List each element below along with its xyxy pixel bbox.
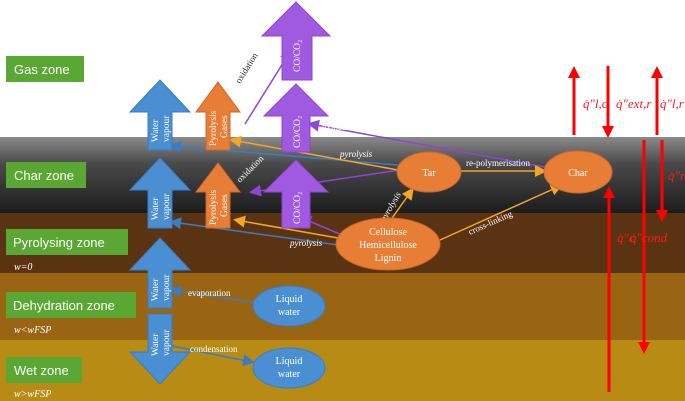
svg-text:Water: Water bbox=[151, 119, 161, 142]
wet-zone-label: Wet zone bbox=[14, 363, 69, 378]
svg-text:Tar: Tar bbox=[422, 168, 436, 179]
q-lr-label: q̇″l,r bbox=[660, 96, 685, 111]
svg-text:water: water bbox=[278, 307, 301, 318]
wet-zone-condition: w>wFSP bbox=[14, 389, 51, 400]
svg-text:Gases: Gases bbox=[220, 115, 230, 138]
svg-text:vapour: vapour bbox=[162, 274, 172, 301]
dehydration-zone-label: Dehydration zone bbox=[13, 298, 115, 313]
q-r-label: q̇″r bbox=[668, 168, 685, 183]
dehydration-zone-label-box bbox=[6, 292, 136, 318]
oxidation-char-label: oxidation bbox=[322, 122, 356, 132]
svg-text:Water: Water bbox=[151, 278, 161, 301]
svg-text:CO/CO₂: CO/CO₂ bbox=[293, 40, 303, 72]
svg-text:Hemicellulose: Hemicellulose bbox=[359, 240, 417, 251]
pyrolysis-gases-arrow-gas: Pyrolysis Gases bbox=[195, 81, 241, 151]
pyrolysing-zone-condition: w=0 bbox=[14, 262, 32, 273]
evaporation-label: evaporation bbox=[188, 288, 231, 298]
svg-text:Pyrolysis: Pyrolysis bbox=[209, 110, 219, 146]
co-co2-arrow-char: CO/CO₂ bbox=[262, 159, 330, 229]
q-c-label: q̇″c bbox=[617, 230, 635, 245]
char-zone-label: Char zone bbox=[14, 168, 74, 183]
svg-text:vapour: vapour bbox=[162, 329, 172, 356]
svg-text:Lignin: Lignin bbox=[375, 253, 402, 264]
water-vapour-arrow-wet: Water vapour bbox=[128, 313, 192, 385]
condensation-label: condensation bbox=[190, 344, 238, 354]
tar-node: Tar bbox=[396, 151, 462, 193]
svg-text:vapour: vapour bbox=[162, 193, 172, 220]
pyrolysis-mid-label: pyrolysis bbox=[289, 238, 323, 248]
char-to-co-oxidation-link bbox=[307, 119, 551, 169]
water-vapour-arrow-pyrolysing: Water vapour bbox=[128, 157, 192, 229]
svg-text:Liquid: Liquid bbox=[276, 356, 303, 367]
gas-zone-band bbox=[0, 0, 685, 137]
pyrolysing-zone-label: Pyrolysing zone bbox=[13, 235, 105, 250]
liquid-water-node-dehydration: Liquid water bbox=[252, 285, 326, 327]
svg-text:Water: Water bbox=[151, 333, 161, 356]
cellulose-to-char-link bbox=[439, 184, 563, 241]
wet-zone-label-box bbox=[6, 357, 82, 383]
wet-zone-band bbox=[0, 340, 685, 401]
svg-text:Gases: Gases bbox=[220, 194, 230, 217]
cellulose-node: Cellulose Hemicellulose Lignin bbox=[335, 217, 441, 271]
svg-text:Water: Water bbox=[151, 197, 161, 220]
pyrolysis-char-label: pyrolysis bbox=[339, 149, 373, 159]
svg-text:Cellulose: Cellulose bbox=[369, 227, 407, 238]
cellulose-to-water-vapour-link bbox=[169, 217, 339, 246]
q-lc-label: q̇″l,c bbox=[583, 96, 608, 111]
vapour-to-liquid-condensation-link bbox=[171, 345, 255, 367]
svg-text:Liquid: Liquid bbox=[276, 294, 303, 305]
liquid-water-node-wet: Liquid water bbox=[252, 347, 326, 389]
pyrolysing-zone-label-box bbox=[6, 229, 128, 255]
svg-text:CO/CO₂: CO/CO₂ bbox=[293, 192, 303, 224]
water-vapour-arrow-dehydration: Water vapour bbox=[128, 237, 192, 309]
cellulose-to-gases-link bbox=[233, 215, 339, 239]
svg-text:vapour: vapour bbox=[162, 115, 172, 142]
svg-text:Char: Char bbox=[568, 168, 588, 179]
svg-text:water: water bbox=[278, 369, 301, 380]
q-cond-label: q̇″cond bbox=[630, 230, 668, 245]
pyrolysis-gases-arrow-char: Pyrolysis Gases bbox=[194, 162, 242, 229]
svg-text:CO/CO₂: CO/CO₂ bbox=[293, 116, 303, 148]
gas-zone-label-box bbox=[6, 56, 84, 82]
liquid-to-vapour-evaporation-link bbox=[169, 285, 253, 303]
dehydration-zone-condition: w<wFSP bbox=[14, 325, 51, 336]
heat-flux-group: q̇″l,c q̇″ext,r q̇″l,r q̇″r q̇″c q̇″cond bbox=[568, 66, 685, 392]
char-zone-label-box bbox=[6, 162, 86, 188]
tar-to-gases-link bbox=[229, 135, 399, 171]
re-polymerisation-label: re-polymerisation bbox=[466, 158, 530, 168]
water-vapour-arrow-char: Water vapour bbox=[128, 79, 192, 151]
char-node: Char bbox=[543, 150, 613, 194]
q-ext-r-label: q̇″ext,r bbox=[616, 96, 652, 111]
co-co2-arrow-top: CO/CO₂ bbox=[260, 1, 332, 81]
svg-text:Pyrolysis: Pyrolysis bbox=[209, 189, 219, 225]
co-co2-arrow-gas: CO/CO₂ bbox=[262, 83, 330, 153]
gas-zone-label: Gas zone bbox=[14, 62, 70, 77]
